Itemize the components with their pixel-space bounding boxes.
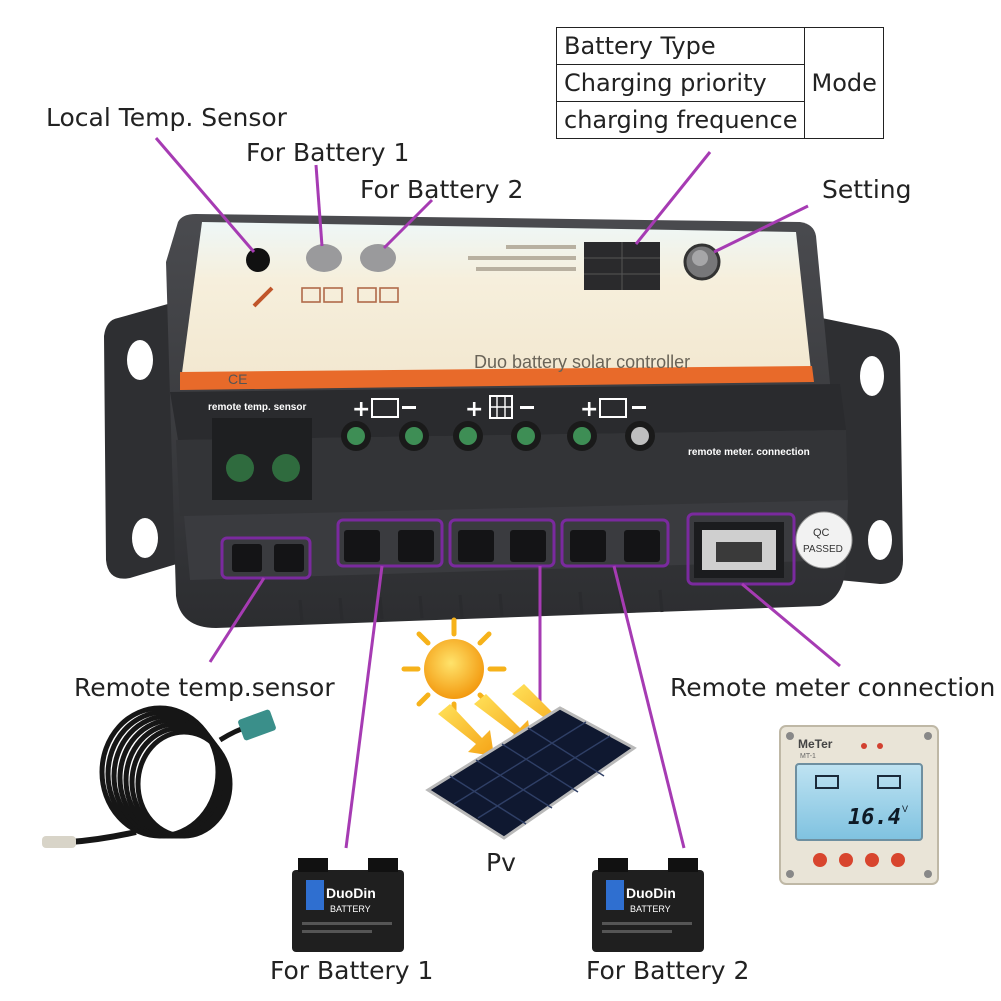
ce-mark: CE	[228, 371, 247, 387]
sun-icon	[401, 617, 507, 721]
highlight-remote-meter	[686, 512, 796, 586]
callout-lines	[154, 137, 841, 849]
svg-text:PASSED: PASSED	[803, 544, 843, 555]
label-pv: Pv	[486, 848, 516, 877]
highlight-pv	[448, 518, 556, 568]
highlight-battery-1	[336, 518, 444, 568]
label-local-temp-sensor: Local Temp. Sensor	[46, 103, 287, 132]
label-remote-meter-connection: Remote meter connection	[670, 673, 996, 702]
battery-2-indicator	[360, 244, 396, 272]
remote-meter-label: remote meter. connection	[688, 447, 810, 458]
label-for-battery-2-top: For Battery 2	[360, 175, 524, 204]
remote-meter-icon: MeTer MT-1 16.4 V	[779, 725, 939, 885]
svg-text:QC: QC	[813, 527, 830, 539]
label-remote-temp-sensor: Remote temp.sensor	[74, 673, 335, 702]
local-temp-sensor-dot	[246, 248, 270, 272]
label-setting: Setting	[822, 175, 912, 204]
svg-text:+: +	[465, 397, 483, 422]
svg-text:+: +	[580, 397, 598, 422]
svg-text:MT-1: MT-1	[800, 753, 816, 760]
svg-text:+: +	[352, 397, 370, 422]
port-highlights	[220, 512, 796, 586]
screw-terminals	[212, 418, 655, 500]
rj45-port	[694, 522, 784, 578]
faceplate-fine-print	[468, 245, 576, 271]
thermometer-icon	[252, 286, 274, 308]
svg-text:DuoDin: DuoDin	[626, 885, 676, 901]
svg-text:BATTERY: BATTERY	[330, 904, 371, 914]
svg-text:16.4: 16.4	[848, 805, 901, 830]
svg-text:V: V	[902, 804, 908, 814]
battery-1-indicator	[306, 244, 342, 272]
svg-text:DuoDin: DuoDin	[326, 885, 376, 901]
mode-group-label: Mode	[804, 27, 884, 139]
wire-slots	[232, 530, 660, 572]
highlight-remote-temp	[220, 536, 312, 580]
battery-2-icon: DuoDin BATTERY	[592, 858, 704, 952]
qc-badge: QC PASSED	[795, 511, 853, 569]
label-for-battery-2-bottom: For Battery 2	[586, 956, 750, 985]
battery-icons-faceplate	[301, 287, 399, 303]
mode-row-charging-priority: Charging priority	[555, 64, 806, 102]
mode-row-battery-type: Battery Type	[555, 27, 806, 65]
solar-panel-icon	[425, 706, 637, 840]
temp-sensor-cable-icon	[42, 705, 276, 848]
label-for-battery-1-top: For Battery 1	[246, 138, 410, 167]
battery-1-icon: DuoDin BATTERY	[292, 858, 404, 952]
mode-table: Battery Type Mode Charging priority char…	[555, 27, 884, 139]
label-for-battery-1-bottom: For Battery 1	[270, 956, 434, 985]
terminal-polarity-marks: + + +	[352, 395, 646, 422]
svg-text:MeTer: MeTer	[798, 737, 833, 751]
remote-temp-label: remote temp. sensor	[208, 402, 306, 413]
mode-display	[584, 242, 660, 290]
faceplate-title: Duo battery solar controller	[474, 352, 690, 372]
mode-row-charging-frequence: charging frequence	[555, 101, 806, 139]
svg-text:BATTERY: BATTERY	[630, 904, 671, 914]
